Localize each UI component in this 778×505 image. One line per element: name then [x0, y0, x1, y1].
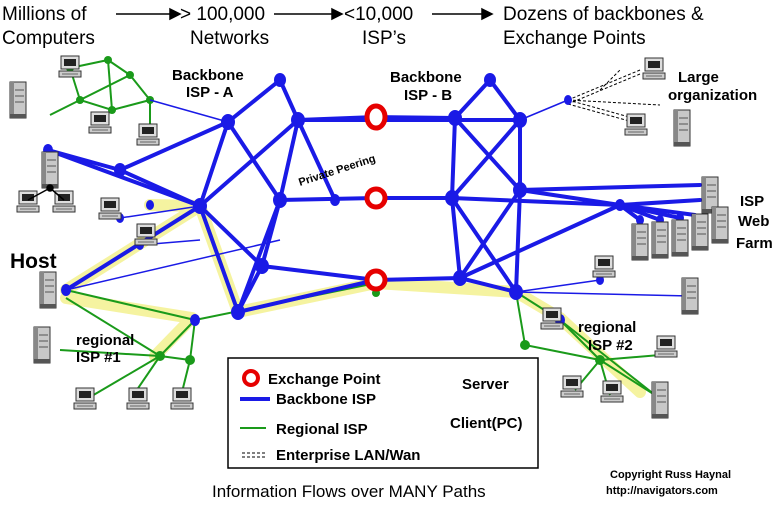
server-icon: [41, 151, 59, 189]
pc-icon: [134, 223, 158, 246]
server-icon: [651, 381, 669, 419]
exchange-point-bottom: [364, 268, 388, 292]
legend-enterprise-line: [242, 452, 266, 458]
header-step3-line1: <10,000: [344, 4, 413, 25]
pc-icon: [642, 57, 666, 80]
footer-title: Information Flows over MANY Paths: [212, 482, 486, 501]
legend-regional-label: Regional ISP: [276, 421, 368, 438]
pc-icon: [592, 255, 616, 278]
header-step4-line2: Exchange Points: [503, 28, 646, 49]
exchange-point-middle: [364, 186, 388, 210]
regional-nodes: [66, 56, 605, 365]
footer: Information Flows over MANY Paths Copyri…: [212, 469, 731, 501]
backbone-links: [46, 78, 702, 314]
server-icon: [631, 223, 649, 261]
label-backbone-b-1: Backbone: [390, 69, 462, 86]
server-icon: [673, 109, 691, 147]
legend-box: [227, 357, 539, 469]
label-web-farm-1: ISP: [740, 193, 764, 210]
header-step2-line1: > 100,000: [180, 4, 265, 25]
host-local-net: [27, 184, 65, 201]
label-private-peering: Private Peering: [297, 153, 377, 189]
legend-server-label: Server: [462, 376, 509, 393]
pc-icon: [73, 387, 97, 410]
header-step3-line2: ISP’s: [362, 28, 406, 49]
header: Millions of Computers > 100,000 Networks…: [2, 4, 704, 49]
label-large-org-2: organization: [668, 87, 757, 104]
label-web-farm-3: Farm: [736, 235, 773, 252]
legend: Exchange Point Backbone ISP Regional ISP…: [227, 357, 539, 469]
pc-icon: [624, 113, 648, 136]
pc-icon: [16, 190, 40, 213]
pc-icon: [98, 197, 122, 220]
pc-icon: [600, 380, 624, 403]
server-icon: [9, 81, 27, 119]
label-host: Host: [10, 250, 57, 273]
host-server-icon: [39, 271, 57, 309]
label-web-farm-2: Web: [738, 213, 769, 230]
server-icon: [671, 219, 689, 257]
label-backbone-a-1: Backbone: [172, 67, 244, 84]
label-large-org-1: Large: [678, 69, 719, 86]
label-regional-1-b: ISP #1: [76, 349, 121, 366]
legend-exchange-icon: [242, 369, 260, 387]
label-backbone-a-2: ISP - A: [186, 84, 234, 101]
label-regional-2-b: ISP #2: [588, 337, 633, 354]
pc-icon: [170, 387, 194, 410]
footer-url: http://navigators.com: [606, 485, 718, 497]
header-step2-line2: Networks: [190, 28, 269, 49]
server-icon: [651, 221, 669, 259]
footer-copyright: Copyright Russ Haynal: [610, 469, 731, 481]
label-backbone-b-2: ISP - B: [404, 87, 452, 104]
access-links: [65, 99, 691, 297]
pc-icon: [126, 387, 150, 410]
legend-backbone-label: Backbone ISP: [276, 391, 376, 408]
legend-enterprise-label: Enterprise LAN/Wan: [276, 447, 420, 464]
pc-icon: [58, 55, 82, 78]
pc-icon: [654, 335, 678, 358]
server-icon: [711, 206, 729, 244]
header-step1-line2: Computers: [2, 28, 95, 49]
header-step4-line1: Dozens of backbones &: [503, 4, 704, 25]
server-icon: [33, 326, 51, 364]
legend-exchange-label: Exchange Point: [268, 371, 381, 388]
pc-icon: [136, 123, 160, 146]
pc-icon: [88, 111, 112, 134]
header-step1-line1: Millions of: [2, 4, 87, 25]
server-icon: [681, 277, 699, 315]
legend-client-label: Client(PC): [450, 415, 523, 432]
exchange-point-top: [364, 103, 388, 131]
pc-icon: [540, 307, 564, 330]
header-arrows: [116, 7, 494, 21]
label-regional-2-a: regional: [578, 319, 636, 336]
pc-icon: [560, 375, 584, 398]
label-regional-1-a: regional: [76, 332, 134, 349]
server-icon: [691, 213, 709, 251]
exchange-points: [364, 103, 388, 292]
